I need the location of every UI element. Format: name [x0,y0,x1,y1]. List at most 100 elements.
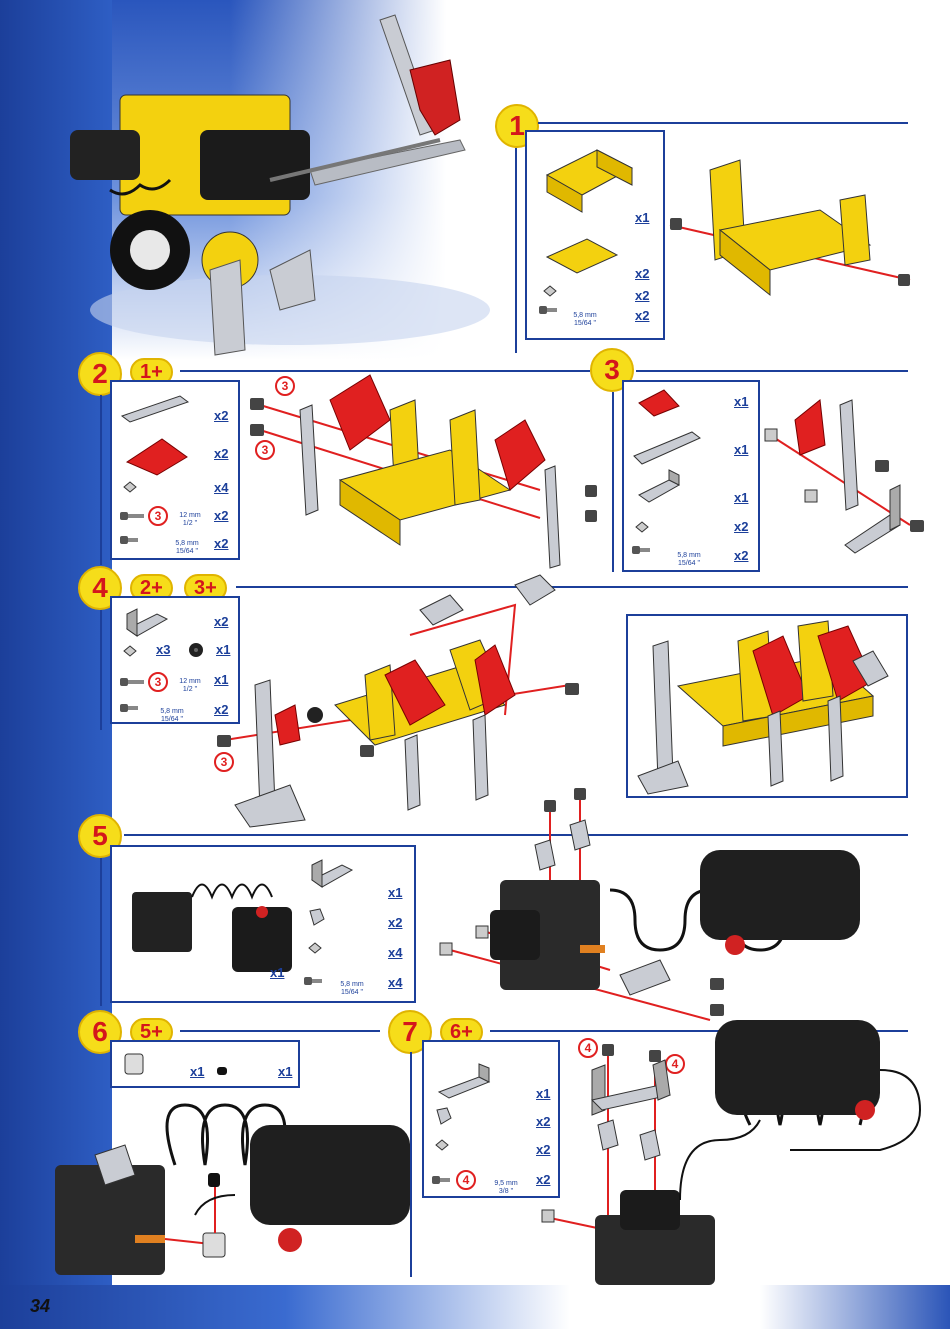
spec-in: 15/64 " [161,716,183,723]
step4-result-inset [626,614,908,798]
angle-bracket-icon [122,604,172,644]
part-quantity: x2 [214,408,228,423]
callout-marker: 3 [148,506,168,526]
flat-plate-icon [542,237,622,277]
screw-icon [539,304,559,316]
part-quantity: x4 [214,480,228,495]
screw-icon [432,1174,452,1186]
callout-marker: 4 [456,1170,476,1190]
spec-in: 15/64 " [176,548,198,555]
nut-icon [307,941,323,955]
divider-line [612,392,614,572]
nut-icon [434,1138,450,1152]
step-number: 7 [402,1016,418,1048]
part-quantity: x3 [156,642,170,657]
part-quantity: x2 [214,508,228,523]
divider-line [410,1052,412,1277]
finished-model-illustration [40,10,500,360]
step-number: 4 [92,572,108,604]
small-bracket-icon [307,907,333,927]
divider-line [100,395,102,565]
nut-icon [634,520,650,534]
flanged-plate-icon [537,140,637,220]
strip-icon [632,430,702,466]
part-quantity: x1 [388,885,402,900]
step-number: 2 [92,358,108,390]
spec-in: 3/8 " [499,1188,513,1195]
triangular-plate-icon [122,437,192,477]
part-quantity: x1 [190,1064,204,1079]
spec-in: 1/2 " [183,520,197,527]
part-quantity: x2 [388,915,402,930]
divider-line [538,122,908,124]
part-quantity: x1 [635,210,649,225]
part-quantity: x2 [734,548,748,563]
screw-length-spec: 5,8 mm15/64 " [167,540,207,556]
divider-line [636,370,908,372]
callout-marker: 3 [148,672,168,692]
parts-list-box: x1 x2 x2 5,8 mm15/64 " x2 [525,130,665,340]
part-quantity: x2 [635,266,649,281]
part-quantity: x1 [270,965,284,980]
spec-in: 1/2 " [183,686,197,693]
part-quantity: x2 [734,519,748,534]
screw-icon [120,534,140,546]
part-quantity: x2 [635,308,649,323]
part-quantity: x4 [388,975,402,990]
step7-assembly-illustration [530,1010,930,1285]
spec-in: 15/64 " [678,560,700,567]
step5-assembly-illustration [440,780,880,1030]
spec-mm: 12 mm [179,678,200,685]
spec-in: 15/64 " [574,320,596,327]
step-number: 1 [509,110,525,142]
motor-and-battery-box-icon [122,857,302,977]
nut-icon [122,644,138,658]
page-number: 34 [30,1296,50,1317]
grub-screw-icon [216,1066,228,1076]
angle-bracket-icon [434,1062,494,1102]
callout-number: 3 [148,506,168,526]
divider-line [100,610,102,730]
step4-result-illustration [628,616,910,800]
screw-icon [304,975,324,987]
divider-line [100,858,102,1006]
step-number: 5 [92,820,108,852]
nut-icon [122,480,138,494]
screw-icon [120,702,140,714]
spec-in: 15/64 " [341,989,363,996]
nut-icon [542,284,558,298]
spec-mm: 5,8 mm [340,981,363,988]
spec-mm: 9,5 mm [494,1180,517,1187]
part-quantity: x1 [278,1064,292,1079]
part-quantity: x1 [734,394,748,409]
part-quantity: x1 [734,442,748,457]
spec-mm: 12 mm [179,512,200,519]
spec-mm: 5,8 mm [175,540,198,547]
angle-bracket-icon [307,855,357,895]
long-screw-icon [120,676,146,688]
step2-assembly-illustration [250,370,610,570]
divider-line [515,148,517,353]
collar-icon [188,642,204,658]
long-screw-icon [120,510,146,522]
step-number: 3 [604,354,620,386]
part-quantity: x2 [214,446,228,461]
part-quantity: x2 [214,536,228,551]
step6-assembly-illustration [45,1095,415,1285]
callout-number: 3 [148,672,168,692]
parts-list-box: x2 x2 x4 3 12 mm1/2 " x2 5,8 mm15/64 " x… [110,380,240,560]
red-plate-icon [634,388,684,418]
spec-mm: 5,8 mm [677,552,700,559]
screw-icon [632,544,652,556]
parts-list-box: x1 x1 [110,1040,300,1088]
step-number: 6 [92,1016,108,1048]
step1-assembly-illustration [670,150,920,320]
part-quantity: x4 [388,945,402,960]
spec-mm: 5,8 mm [573,312,596,319]
